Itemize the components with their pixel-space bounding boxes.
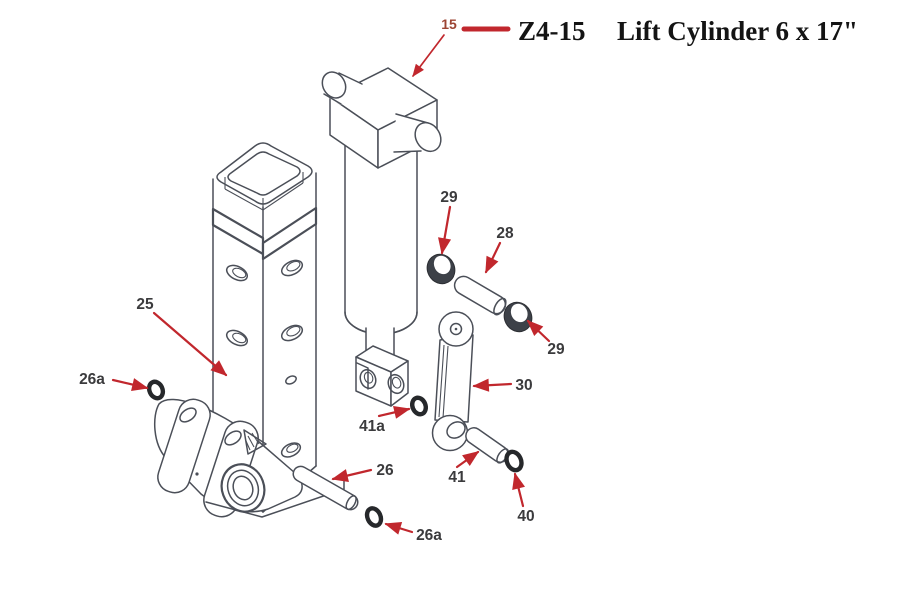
- leader-26: [331, 468, 373, 482]
- callout-label-30: 30: [515, 377, 532, 394]
- o-ring-26a-left-drawing: [146, 379, 166, 401]
- leader-30: [472, 378, 513, 392]
- lower-bracket-assembly-drawing: [153, 398, 345, 518]
- leader-26a-left: [111, 378, 149, 392]
- leader-29-right: [526, 319, 551, 343]
- callout-label-29-right: 29: [547, 341, 565, 358]
- leader-15: [412, 34, 445, 78]
- column-collar-band-right: [261, 206, 318, 261]
- bushing-29-lower-drawing: [503, 301, 533, 333]
- callout-label-41a: 41a: [359, 418, 385, 435]
- cylinder-port-right: [393, 113, 442, 153]
- cylinder-port-left: [321, 71, 363, 105]
- pin-28-drawing: [453, 275, 507, 316]
- bracket-lever-arm-left: [157, 398, 211, 494]
- page-title: Lift Cylinder 6 x 17": [617, 16, 858, 46]
- column-holes: [225, 259, 304, 458]
- callout-label-25: 25: [136, 296, 154, 313]
- bracket-bushing: [220, 463, 266, 513]
- column-collar-band-left: [211, 207, 265, 256]
- callout-label-28: 28: [496, 225, 514, 242]
- callout-label-26: 26: [376, 462, 394, 479]
- leader-41: [455, 450, 480, 469]
- bushing-29-upper-drawing: [426, 253, 456, 285]
- mast-column-drawing: [211, 142, 318, 513]
- pivot-pin-26-drawing: [292, 465, 359, 511]
- callout-label-41: 41: [448, 469, 466, 486]
- o-ring-40-drawing: [504, 449, 524, 473]
- leader-40: [512, 472, 526, 508]
- o-ring-26a-bottom-drawing: [364, 506, 384, 528]
- callout-labels: 15 29 28 29 30 25 26a 41a 26 41 40 26a: [79, 16, 565, 544]
- leader-29-top: [438, 205, 452, 255]
- pin-41-drawing: [465, 427, 509, 464]
- link-arm-drawing: [431, 311, 474, 452]
- leader-25: [152, 311, 228, 377]
- callout-label-15: 15: [441, 16, 457, 32]
- gusset-hatch: [243, 429, 267, 455]
- callout-label-29-top: 29: [440, 189, 458, 206]
- leader-41a: [377, 405, 411, 419]
- part-code: Z4-15: [518, 16, 586, 46]
- o-ring-41a-drawing: [409, 395, 429, 417]
- leader-28: [484, 241, 502, 274]
- callout-label-26a-bottom: 26a: [416, 527, 442, 544]
- leader-26a-bottom: [384, 522, 414, 535]
- lift-cylinder-drawing: [321, 67, 442, 407]
- callout-arrows: [111, 34, 551, 535]
- header: Z4-15 Lift Cylinder 6 x 17": [461, 16, 858, 46]
- cylinder-clevis: [355, 345, 409, 407]
- callout-label-40: 40: [517, 508, 534, 525]
- callout-label-26a-left: 26a: [79, 371, 105, 388]
